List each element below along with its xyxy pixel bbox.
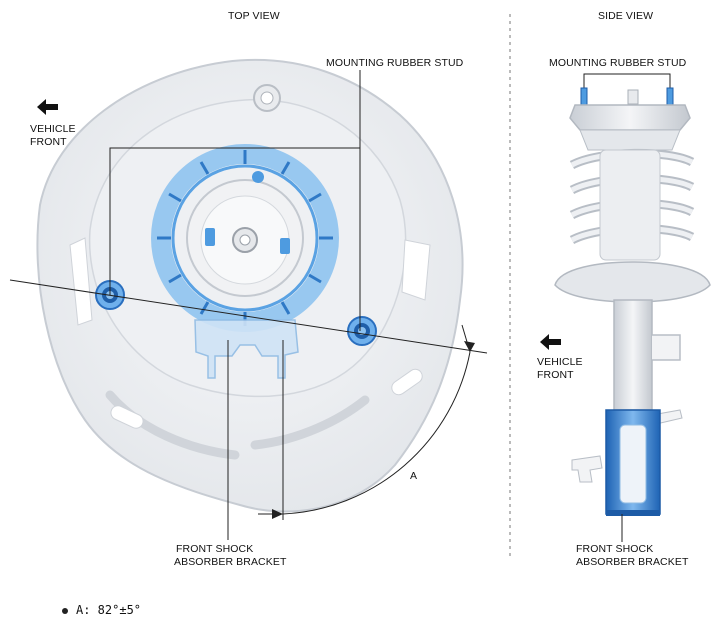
angle-tick bbox=[461, 324, 471, 353]
side-bracket-window bbox=[619, 424, 647, 504]
cup-dot bbox=[252, 171, 264, 183]
stud-reference-line bbox=[9, 279, 488, 354]
top-view-bracket-label-1: FRONT SHOCK bbox=[176, 543, 254, 555]
side-rod-top bbox=[627, 89, 639, 105]
side-view-bracket-label-2: ABSORBER BRACKET bbox=[576, 556, 689, 568]
center-nut-hole bbox=[239, 234, 251, 246]
top-view-front-label-2: FRONT bbox=[30, 136, 67, 148]
top-bolt-center bbox=[260, 91, 274, 105]
top-view-front-label-1: VEHICLE bbox=[30, 123, 76, 135]
side-stud-right bbox=[666, 87, 674, 107]
plate-slot bbox=[110, 405, 144, 429]
side-stud-left bbox=[580, 87, 588, 107]
cup-tab bbox=[280, 238, 290, 254]
angle-label: A bbox=[410, 470, 418, 482]
stud-leader-line bbox=[109, 147, 361, 331]
side-upper-mount bbox=[569, 104, 691, 131]
mounting-rubber-stud-right bbox=[347, 316, 377, 346]
top-view-bracket-label-2: ABSORBER BRACKET bbox=[174, 556, 287, 568]
side-view-stud-label: MOUNTING RUBBER STUD bbox=[549, 57, 687, 69]
side-bracket-foot bbox=[606, 510, 660, 516]
side-view-title: SIDE VIEW bbox=[598, 10, 654, 22]
bearing-ring-inner bbox=[171, 164, 319, 312]
spec-note: A: 82°±5° bbox=[62, 603, 141, 617]
top-view-title: TOP VIEW bbox=[228, 10, 280, 22]
side-strut-body bbox=[613, 299, 653, 411]
arrow-left-icon bbox=[37, 99, 58, 115]
top-view-drawing bbox=[9, 58, 488, 540]
plate-slot bbox=[250, 395, 370, 450]
side-clip bbox=[571, 455, 603, 483]
bullet-icon bbox=[62, 607, 68, 614]
front-shock-absorber-bracket bbox=[194, 319, 299, 379]
angle-arrow-head bbox=[464, 341, 475, 352]
spec-note-text: A: 82°±5° bbox=[76, 603, 142, 617]
side-brake-hose-bracket bbox=[652, 334, 681, 361]
side-view-bracket-label-1: FRONT SHOCK bbox=[576, 543, 654, 555]
plate-slot bbox=[401, 239, 431, 301]
plate-slot bbox=[391, 368, 423, 396]
top-view-stud-label: MOUNTING RUBBER STUD bbox=[326, 57, 464, 69]
side-view-front-label-1: VEHICLE bbox=[537, 356, 583, 368]
side-spring-seat-lower bbox=[554, 261, 711, 303]
side-view-drawing bbox=[540, 73, 711, 542]
arrow-left-icon bbox=[540, 334, 561, 350]
side-stud-leader bbox=[583, 73, 671, 95]
side-view-front-label-2: FRONT bbox=[537, 369, 574, 381]
plate-slot bbox=[69, 237, 93, 326]
cup-tab bbox=[205, 228, 215, 246]
angle-arc bbox=[282, 351, 471, 515]
side-spring-seat-upper bbox=[579, 129, 681, 151]
side-bellows bbox=[599, 149, 661, 261]
